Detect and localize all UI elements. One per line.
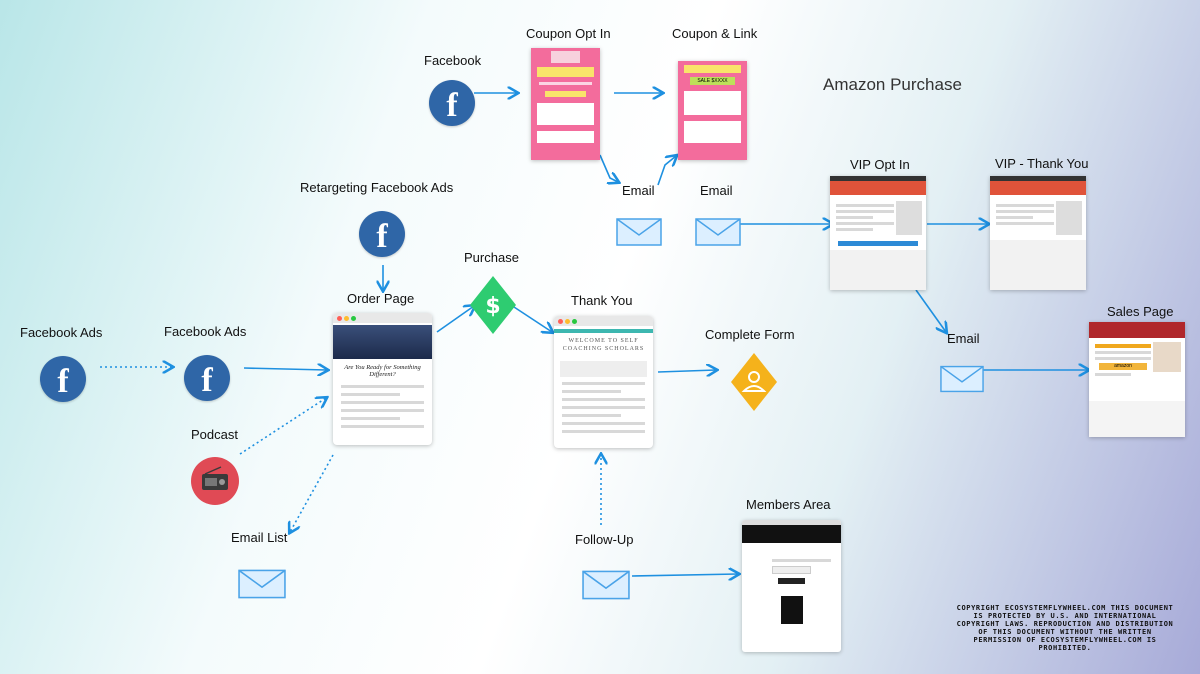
facebook-icon: f (184, 355, 230, 401)
sales-page: amazon (1089, 322, 1185, 437)
crowd-photo (333, 325, 432, 359)
order-page: Are You Ready for Something Different? (333, 313, 432, 445)
sale-badge: SALE $XXXX (690, 77, 735, 85)
arrow-fbads-to-order (243, 368, 327, 370)
label-order-page: Order Page (347, 291, 415, 306)
page-product-block (684, 91, 741, 115)
page-headline-block (684, 65, 741, 73)
arrow-purchase-to-thanks (513, 306, 552, 332)
envelope-icon (616, 218, 662, 246)
radio-icon (191, 457, 239, 505)
arrow-thanks-to-form (657, 370, 716, 372)
facebook-icon: f (359, 211, 405, 257)
vip-thank-you-page (990, 176, 1086, 290)
page-cta (838, 241, 918, 246)
arrow-podcast-to-order (239, 398, 326, 455)
user-icon (731, 353, 777, 411)
label-complete-form: Complete Form (705, 327, 795, 342)
label-podcast: Podcast (191, 427, 238, 442)
label-coupon-opt-in: Coupon Opt In (526, 26, 611, 41)
label-facebook-ads-1: Facebook Ads (20, 325, 103, 340)
copyright-notice: COPYRIGHT ECOSYSTEMFLYWHEEL.COM THIS DOC… (956, 604, 1174, 652)
label-email-1: Email (622, 183, 655, 198)
svg-text:$: $ (485, 294, 500, 319)
envelope-icon (695, 218, 741, 246)
facebook-icon: f (429, 80, 475, 126)
arrow-vip-to-email (915, 289, 946, 332)
label-coupon-link: Coupon & Link (672, 26, 758, 41)
label-email-3: Email (947, 331, 980, 346)
arrow-order-to-purchase (436, 306, 474, 333)
label-email-list: Email List (231, 530, 288, 545)
label-facebook: Facebook (424, 53, 482, 68)
facebook-icon: f (40, 356, 86, 402)
envelope-icon (940, 365, 984, 393)
label-members-area: Members Area (746, 497, 831, 512)
envelope-icon (238, 569, 286, 599)
coupon-opt-in-page (531, 48, 600, 160)
order-headline: Are You Ready for Something Different? (344, 364, 421, 378)
arrow-order-to-emaillist (290, 454, 334, 532)
label-purchase: Purchase (464, 250, 519, 265)
amazon-button: amazon (1099, 363, 1147, 370)
members-area-page (742, 520, 841, 652)
label-vip-opt-in: VIP Opt In (850, 157, 910, 172)
page-details-block (684, 121, 741, 143)
label-amazon-purchase: Amazon Purchase (823, 75, 962, 94)
label-facebook-ads-2: Facebook Ads (164, 324, 247, 339)
envelope-icon (582, 570, 630, 600)
page-headline-block (537, 67, 594, 77)
arrow-coupon-to-email (599, 154, 618, 182)
label-email-2: Email (700, 183, 733, 198)
dollar-icon: $ (470, 276, 516, 334)
page-logo (551, 51, 580, 63)
label-vip-thank-you: VIP - Thank You (995, 156, 1089, 171)
label-follow-up: Follow-Up (575, 532, 634, 547)
page-cta (545, 91, 586, 97)
label-sales-page: Sales Page (1107, 304, 1174, 319)
page-product-block (537, 103, 594, 125)
page-form-block (537, 131, 594, 143)
label-thank-you: Thank You (571, 293, 633, 308)
vip-opt-in-page (830, 176, 926, 290)
arrow-followup-to-members (631, 574, 738, 576)
label-retargeting: Retargeting Facebook Ads (300, 180, 454, 195)
thank-you-page: WELCOME TO SELF COACHING SCHOLARS (554, 316, 653, 448)
thank-you-headline: WELCOME TO SELF COACHING SCHOLARS (562, 338, 645, 352)
arrow-email-to-link (657, 156, 676, 186)
coupon-link-page: SALE $XXXX (678, 61, 747, 160)
